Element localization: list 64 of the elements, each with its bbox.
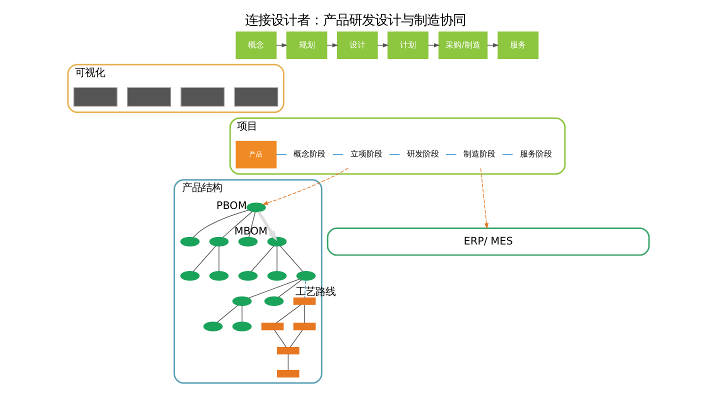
node-label: PBOM [216,200,247,212]
node-box [180,87,225,107]
node-box: ERP/ MES [326,228,650,256]
cluster: 可视化 [67,64,284,113]
connector [250,246,274,272]
node-box: 采购/制造 [438,31,488,59]
connector [218,246,220,272]
connector [274,330,287,348]
node-box [74,87,118,107]
node-bar [277,370,300,378]
arrow [262,168,348,205]
node-text: 服务阶段 [520,148,552,159]
node-box [127,87,171,107]
node-label: MBOM [234,225,268,238]
connector [280,246,304,272]
node-bar [293,297,316,305]
node-ellipse [203,322,223,332]
connector [192,246,216,272]
node-text: 概念阶段 [294,148,326,159]
node-box: 服务 [498,31,539,59]
node-ellipse [180,236,200,246]
node-ellipse [264,296,284,306]
arrow [480,168,489,230]
connector [288,354,289,371]
connector [248,212,256,238]
node-ellipse [296,271,316,281]
node-ellipse [232,322,252,332]
node-ellipse [209,236,229,246]
connector [304,304,305,324]
diagram-title: 连接设计者：产品研发设计与制造协同 [245,14,466,29]
node-bar [277,346,300,354]
arrow [257,211,278,241]
node-ellipse [238,271,258,281]
node-ellipse [267,236,287,246]
connector [290,330,303,348]
node-box: 设计 [336,31,378,59]
node-ellipse [209,271,229,281]
connector [446,154,457,155]
node-ellipse [267,271,287,281]
node-bar [261,322,284,330]
node-ellipse [180,271,200,281]
connector [278,280,302,298]
node-box: 概念 [236,31,277,59]
node-box [234,87,278,107]
connector [216,304,238,323]
connector [304,280,306,298]
node-box: 计划 [388,31,428,59]
connector [276,154,287,155]
node-bar [293,322,316,330]
connector [276,246,278,272]
connector [192,210,250,238]
node-ellipse [238,236,258,246]
node-ellipse [232,296,252,306]
connector [276,304,302,324]
connector [248,278,300,298]
node-text: 研发阶段 [406,148,439,159]
connector [222,211,253,238]
connector [389,154,400,155]
node-text: 立项阶段 [350,148,382,159]
node-box: 规划 [286,31,328,59]
connector [332,154,344,155]
connector [502,154,514,155]
node-text: 制造阶段 [463,148,496,159]
node-ellipse [246,202,266,212]
